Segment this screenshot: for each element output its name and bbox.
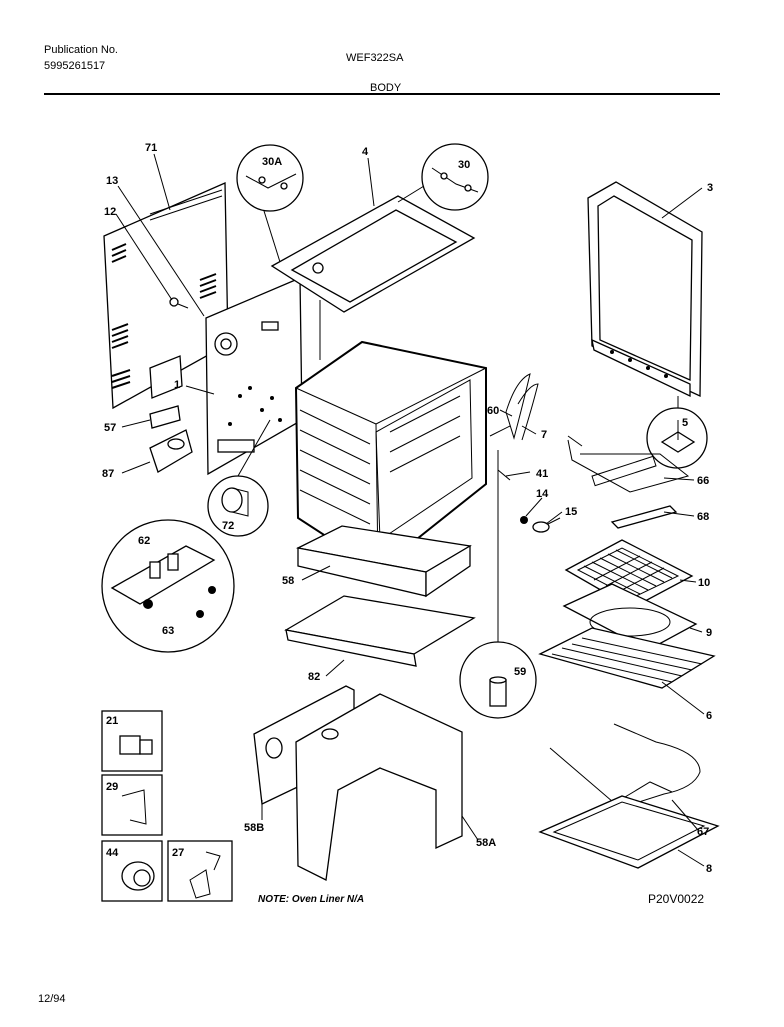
callout-27: 27 (172, 847, 184, 859)
detail-circle-30 (397, 143, 489, 211)
bolt-15 (532, 517, 561, 533)
terminal-block-87 (149, 429, 193, 473)
detail-circle-5 (646, 396, 708, 469)
callout-82: 82 (308, 671, 320, 683)
model-number: WEF322SA (346, 52, 404, 64)
publication-label: Publication No. (44, 44, 118, 56)
header-rule (44, 93, 720, 95)
rack-support-7 (489, 373, 539, 441)
detail-circle-30A (236, 144, 304, 263)
bracket-57 (149, 405, 181, 429)
box-part-44 (101, 840, 163, 902)
callout-8: 8 (706, 863, 712, 875)
callout-14: 14 (536, 488, 549, 500)
callout-13: 13 (106, 175, 118, 187)
callout-29: 29 (106, 781, 118, 793)
callout-12: 12 (104, 206, 116, 218)
publication-number: 5995261517 (44, 60, 106, 72)
oven-body-frame (294, 340, 487, 572)
box-part-21 (101, 710, 163, 772)
broil-element-66 (567, 435, 690, 493)
callout-4: 4 (362, 146, 369, 158)
callout-30: 30 (458, 159, 470, 171)
bottom-panel-82 (284, 595, 476, 667)
insulation-58 (295, 525, 472, 598)
callout-58A: 58A (476, 837, 496, 849)
footer-date: 12/94 (38, 993, 66, 1005)
callout-7: 7 (541, 429, 547, 441)
callout-59: 59 (514, 666, 526, 678)
callout-15: 15 (565, 506, 577, 518)
detail-circle-72 (207, 419, 271, 537)
callout-5: 5 (682, 417, 688, 429)
callout-60: 60 (487, 405, 499, 417)
callout-66: 66 (697, 475, 709, 487)
callout-67: 67 (697, 826, 709, 838)
oven-liner-note: NOTE: Oven Liner N/A (258, 894, 364, 905)
bar-68 (610, 505, 678, 529)
bottom-tray-8 (538, 795, 720, 869)
callout-72: 72 (222, 520, 234, 532)
oven-rack-6 (538, 627, 716, 689)
top-panel-4 (270, 195, 476, 360)
diagram-code: P20V0022 (648, 892, 704, 906)
back-panel-71 (103, 182, 229, 410)
insulation-58A (295, 693, 463, 881)
detail-circle-62-63 (101, 519, 235, 653)
nut-14 (520, 516, 528, 524)
callout-58: 58 (282, 575, 294, 587)
callout-21: 21 (106, 715, 118, 727)
detail-circle-59 (459, 450, 537, 719)
callout-57: 57 (104, 422, 116, 434)
callout-62: 62 (138, 535, 150, 547)
callout-71: 71 (145, 142, 157, 154)
box-part-29 (101, 774, 163, 836)
clip-41 (497, 469, 511, 481)
callout-9: 9 (706, 627, 712, 639)
bake-element-67 (549, 723, 701, 809)
callout-58B: 58B (244, 822, 264, 834)
callout-63: 63 (162, 625, 174, 637)
callout-1: 1 (174, 379, 180, 391)
side-panel-3 (587, 181, 703, 398)
side-panel-1 (205, 277, 303, 476)
callout-6: 6 (706, 710, 712, 722)
callout-87: 87 (102, 468, 114, 480)
callout-41: 41 (536, 468, 548, 480)
box-part-27 (167, 840, 233, 902)
callout-3: 3 (707, 182, 713, 194)
callout-10: 10 (698, 577, 710, 589)
callout-44: 44 (106, 847, 119, 859)
callout-30A: 30A (262, 156, 282, 168)
callout-68: 68 (697, 511, 709, 523)
section-title: BODY (370, 82, 402, 94)
leader-lines (115, 153, 705, 867)
